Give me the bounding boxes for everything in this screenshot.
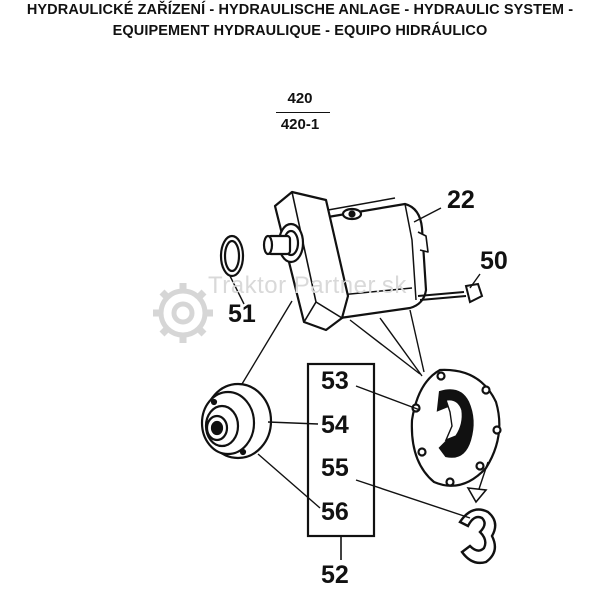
gasket-plate [410,368,502,487]
callout-53: 53 [321,367,349,395]
callout-22: 22 [447,186,475,214]
watermark-text: Traktor Partner.sk [208,272,407,299]
callout-54: 54 [321,411,349,439]
callout-55: 55 [321,454,349,482]
callout-56: 56 [321,498,349,526]
callout-52: 52 [321,561,349,589]
o-ring [219,234,245,278]
model-number-bottom: 420-1 [280,116,320,133]
model-divider [276,112,330,113]
watermark-gear-icon [153,283,213,343]
model-number-top: 420 [287,90,313,107]
page-title-line2: EQUIPEMENT HYDRAULIQUE - EQUIPO HIDRÁULI… [112,23,488,39]
hydraulic-pump [262,190,429,332]
bolt [417,282,484,304]
callout-50: 50 [480,247,508,275]
page-title-line1: HYDRAULICKÉ ZAŘÍZENÍ - HYDRAULISCHE ANLA… [26,2,574,18]
seal-assembly [200,382,273,460]
arrow-icon [466,487,488,504]
callout-51: 51 [228,300,256,328]
retaining-clip [458,508,497,565]
